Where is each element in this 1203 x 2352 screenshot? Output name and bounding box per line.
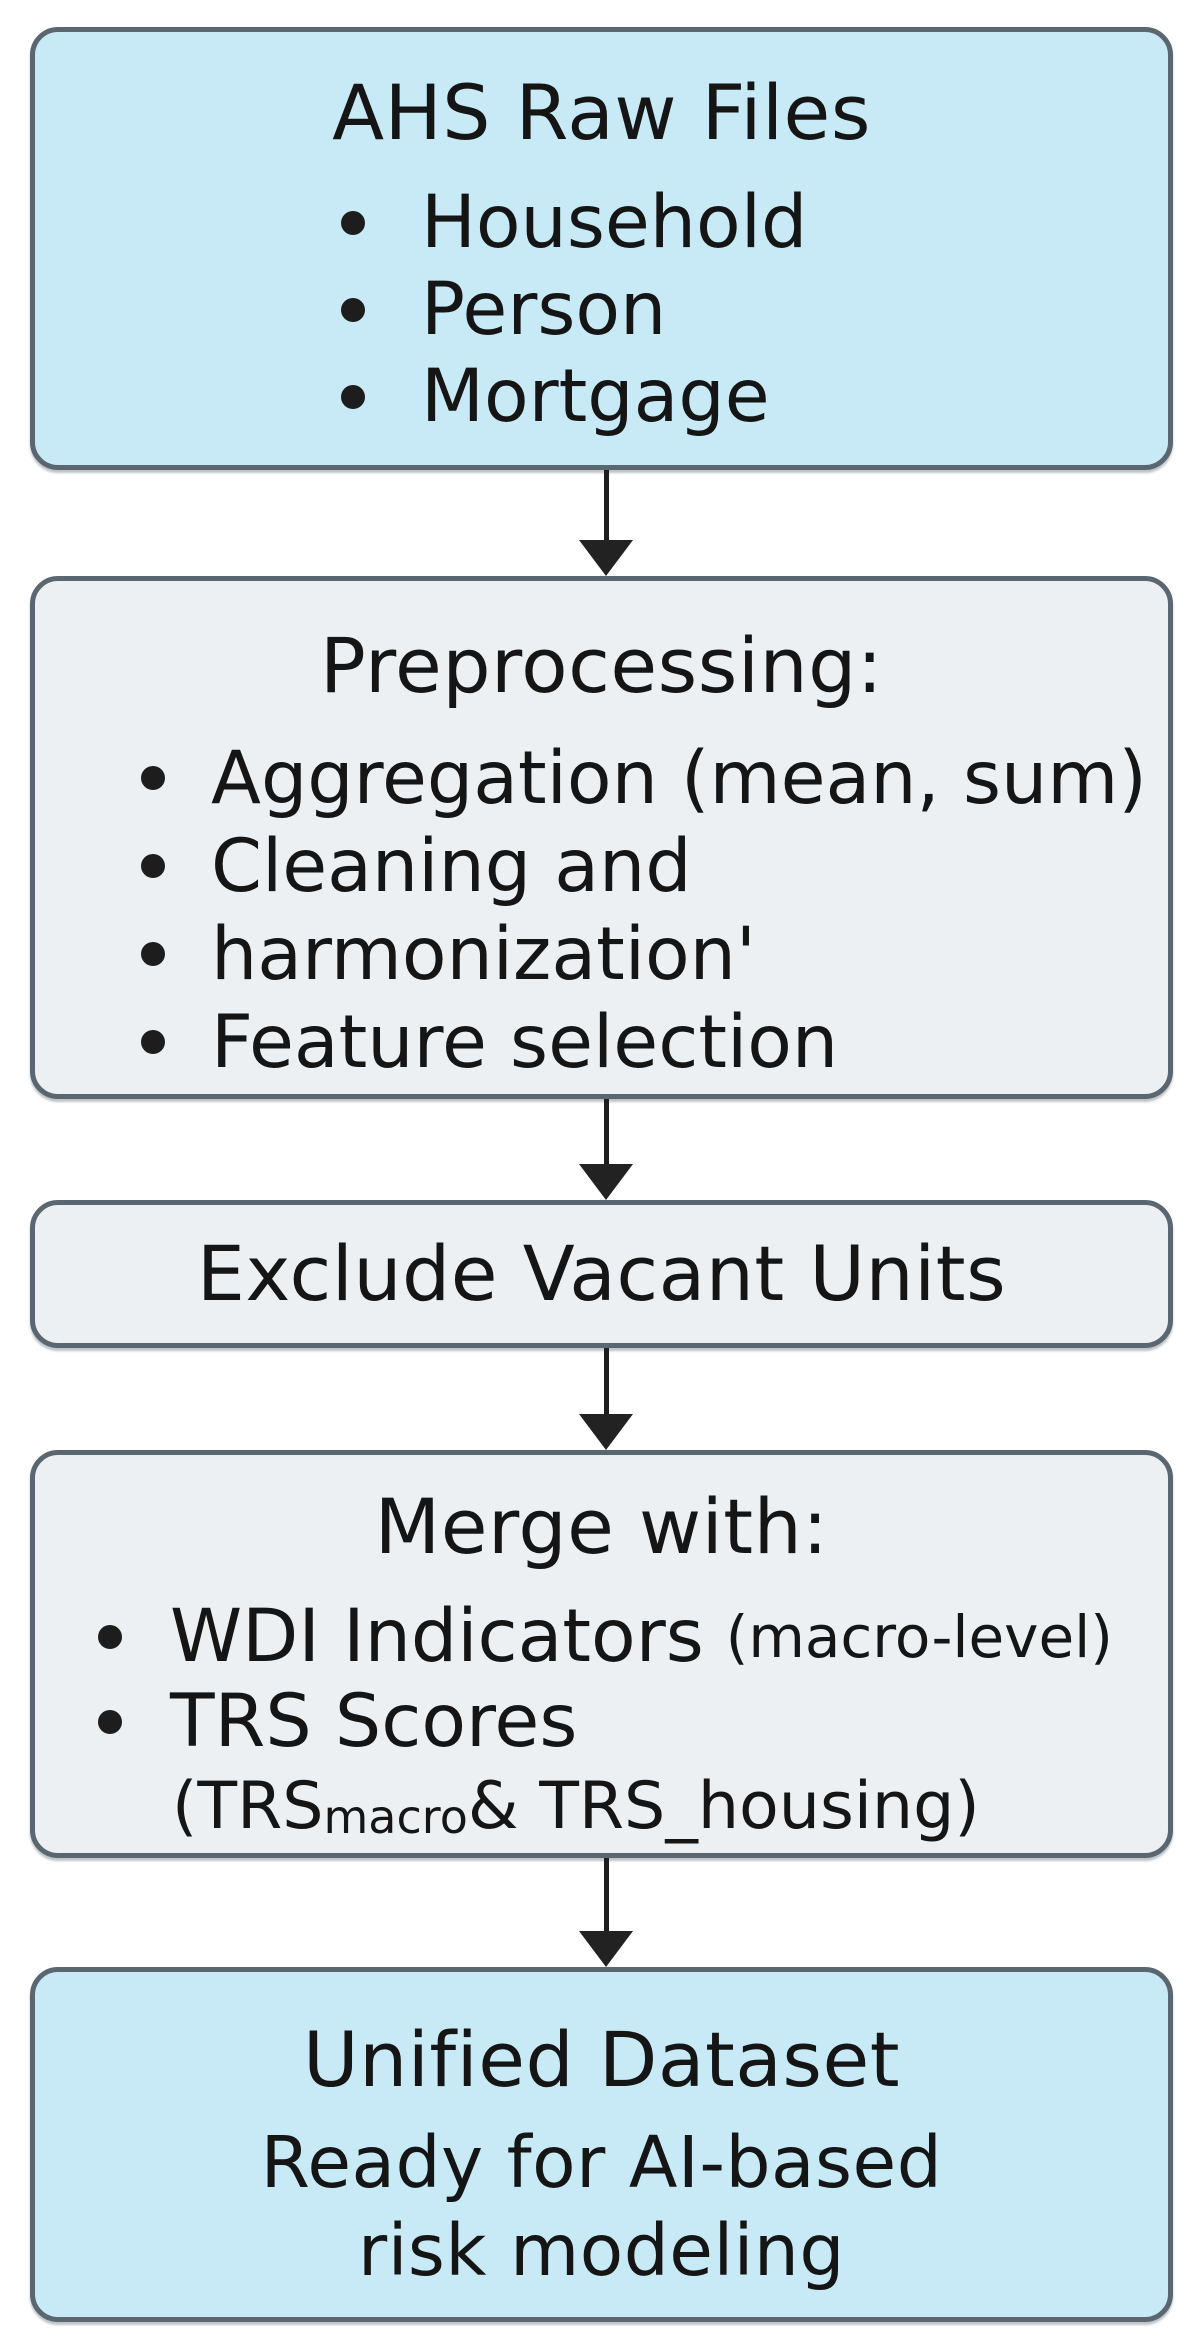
bullet-note: (macro-level) bbox=[725, 1602, 1113, 1671]
flow-arrow-2 bbox=[579, 1099, 633, 1200]
box-preprocessing-title: Preprocessing: bbox=[319, 621, 883, 710]
subtitle-line: Ready for AI-based bbox=[260, 2121, 943, 2204]
box-ahs-bullet-list: Household Person Mortgage bbox=[35, 179, 1168, 440]
box-unified-dataset: Unified Dataset Ready for AI-based risk … bbox=[30, 1967, 1173, 2322]
bullet-icon bbox=[341, 210, 365, 235]
bullet-label: harmonization' bbox=[211, 911, 757, 997]
trs-detail-rest: & TRS_housing) bbox=[467, 1769, 980, 1844]
bullet-icon bbox=[141, 854, 165, 878]
box-unified-subtitle: Ready for AI-based risk modeling bbox=[35, 2119, 1168, 2295]
bullet-icon bbox=[98, 1709, 122, 1734]
box-preprocessing-bullet-list: Aggregation (mean, sum) Cleaning and har… bbox=[35, 734, 1168, 1086]
bullet-label: Mortgage bbox=[421, 354, 770, 439]
flow-arrow-1 bbox=[579, 470, 633, 576]
list-item: Household bbox=[341, 179, 1168, 266]
flow-arrow-4 bbox=[579, 1858, 633, 1967]
bullet-label: WDI Indicators bbox=[170, 1594, 704, 1679]
bullet-label: TRS Scores bbox=[170, 1679, 578, 1764]
flow-arrow-3 bbox=[579, 1348, 633, 1450]
bullet-label: Aggregation (mean, sum) bbox=[211, 735, 1147, 821]
bullet-icon bbox=[141, 766, 165, 790]
box-merge-bullet-list: WDI Indicators (macro-level) TRS Scores … bbox=[35, 1594, 1168, 1849]
bullet-icon bbox=[341, 384, 365, 409]
box-preprocessing: Preprocessing: Aggregation (mean, sum) C… bbox=[30, 576, 1173, 1099]
box-exclude-vacant-units: Exclude Vacant Units bbox=[30, 1200, 1173, 1348]
bullet-label: Person bbox=[421, 267, 667, 352]
list-item: harmonization' bbox=[141, 910, 1168, 998]
box-unified-title: Unified Dataset bbox=[302, 2015, 901, 2104]
box-exclude-title: Exclude Vacant Units bbox=[196, 1229, 1007, 1318]
bullet-icon bbox=[98, 1624, 122, 1649]
arrow-down-icon bbox=[579, 1931, 633, 1967]
box-ahs-title: AHS Raw Files bbox=[332, 68, 871, 157]
arrow-line bbox=[603, 1348, 609, 1415]
arrow-line bbox=[603, 470, 609, 541]
list-item: Mortgage bbox=[341, 353, 1168, 440]
arrow-line bbox=[603, 1099, 609, 1165]
box-merge-with: Merge with: WDI Indicators (macro-level)… bbox=[30, 1450, 1173, 1858]
arrow-down-icon bbox=[579, 1414, 633, 1450]
box-merge-title: Merge with: bbox=[374, 1482, 829, 1571]
bullet-icon bbox=[141, 1030, 165, 1054]
subtitle-line: risk modeling bbox=[358, 2209, 845, 2292]
list-item: Feature selection bbox=[141, 998, 1168, 1086]
trs-detail-open: (TRS bbox=[172, 1769, 324, 1844]
list-item: WDI Indicators (macro-level) bbox=[98, 1594, 1168, 1679]
arrow-down-icon bbox=[579, 540, 633, 576]
arrow-down-icon bbox=[579, 1164, 633, 1200]
bullet-label: Cleaning and bbox=[211, 823, 692, 909]
bullet-icon bbox=[141, 942, 165, 966]
box-ahs-raw-files: AHS Raw Files Household Person Mortgage bbox=[30, 27, 1173, 470]
list-item: TRS Scores bbox=[98, 1679, 1168, 1764]
bullet-label: Household bbox=[421, 180, 808, 265]
bullet-icon bbox=[341, 297, 365, 322]
bullet-label: Feature selection bbox=[211, 999, 839, 1085]
arrow-line bbox=[603, 1858, 609, 1932]
list-item: Person bbox=[341, 266, 1168, 353]
list-item: Aggregation (mean, sum) bbox=[141, 734, 1168, 822]
list-item: Cleaning and bbox=[141, 822, 1168, 910]
